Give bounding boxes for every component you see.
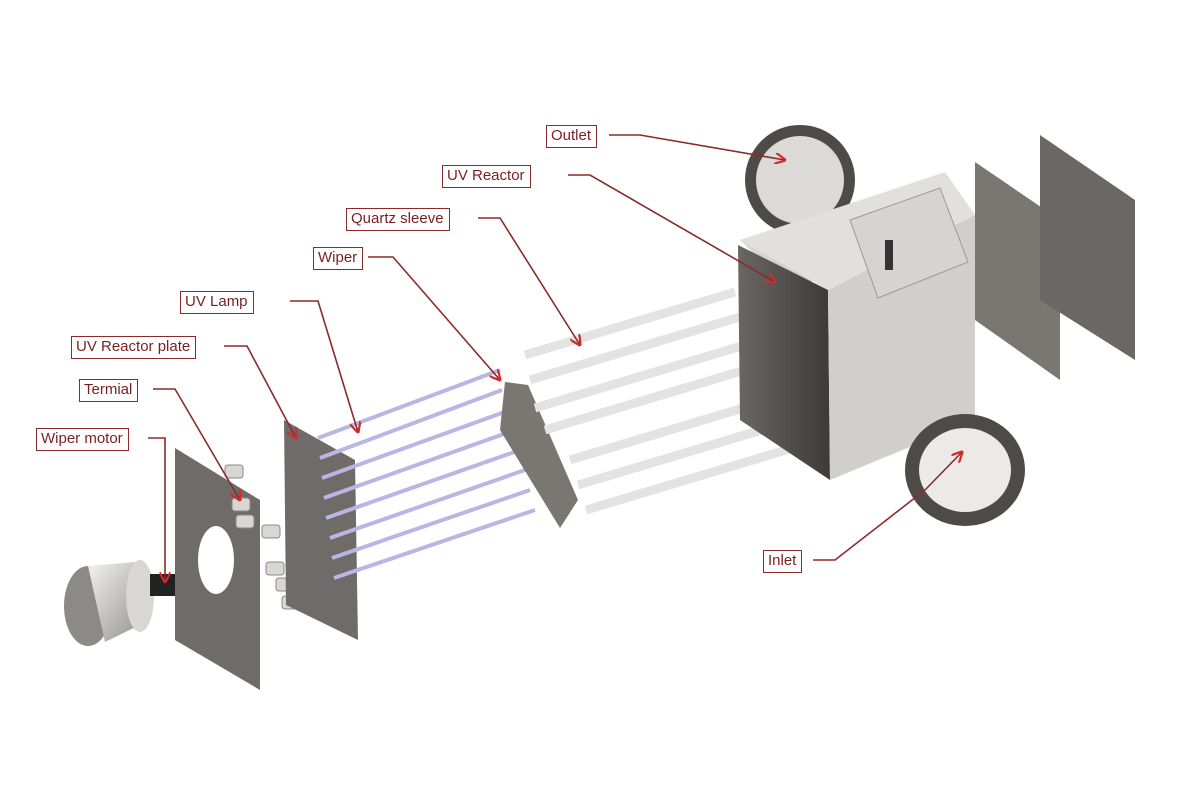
label-uv-reactor-plate: UV Reactor plate	[71, 336, 197, 359]
label-uv-reactor: UV Reactor	[442, 165, 531, 188]
label-inlet: Inlet	[763, 550, 803, 573]
label-wiper: Wiper	[313, 247, 364, 270]
label-outlet: Outlet	[546, 125, 598, 148]
uv-reactor-plate	[284, 420, 358, 640]
uv-lamps	[317, 368, 536, 580]
label-termial: Termial	[79, 379, 139, 402]
wiper-motor-cover	[64, 560, 154, 646]
leader-lines	[148, 134, 962, 582]
label-quartz-sleeve: Quartz sleeve	[346, 208, 450, 231]
label-wiper-motor: Wiper motor	[36, 428, 129, 451]
label-uv-lamp: UV Lamp	[180, 291, 254, 314]
wiper	[500, 382, 578, 528]
quartz-sleeves	[523, 287, 798, 515]
uv-reactor-body	[738, 125, 1135, 526]
